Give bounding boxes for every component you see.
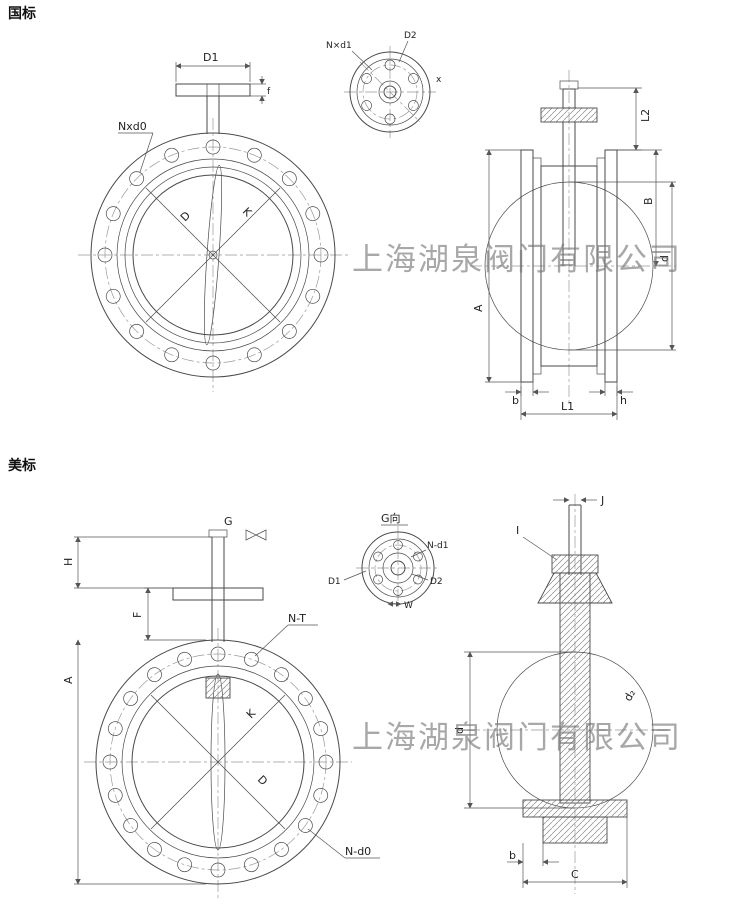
- gb-aux-d2-label: D2: [404, 31, 417, 41]
- ansi-dim-nt-label: N-T: [288, 612, 306, 625]
- gb-dim-d1-label: D1: [203, 51, 218, 64]
- gb-front-view: D1 f Nxd0 D K: [78, 51, 348, 392]
- ansi-dim-f-label: F: [131, 612, 144, 618]
- ansi-dim-d-label: D: [255, 773, 270, 788]
- ansi-dim-d-label: d: [453, 727, 466, 734]
- ansi-aux-view: G向 N-d1 D1 D2 W: [328, 511, 448, 611]
- ansi-dim-k-label: K: [244, 706, 259, 721]
- gb-dim-h-label: h: [620, 394, 627, 407]
- ansi-dim-i-label: I: [516, 524, 519, 537]
- gb-dim-a-label: A: [472, 304, 485, 312]
- watermark-gb: 上海湖泉阀门有限公司: [352, 242, 682, 278]
- ansi-aux-gdir-label: G向: [381, 511, 401, 525]
- gb-aux-view: N×d1 D2 x: [326, 31, 442, 138]
- ansi-dim-d2-label: d₂: [621, 687, 638, 703]
- gb-aux-x-label: x: [436, 75, 442, 85]
- ansi-aux-d2-label: D2: [430, 577, 443, 587]
- ansi-dim-h-label: H: [62, 558, 75, 566]
- gb-dim-b-upper-label: B: [642, 197, 655, 205]
- ansi-aux-nd1-label: N-d1: [427, 541, 448, 551]
- ansi-aux-d1-label: D1: [328, 577, 341, 587]
- gb-dim-l1-label: L1: [561, 400, 574, 413]
- ansi-dim-c-label: C: [571, 868, 579, 881]
- ansi-section-title: 美标: [8, 457, 36, 474]
- gb-dim-k-label: K: [240, 205, 255, 220]
- gb-dim-f-label: f: [267, 87, 271, 97]
- ansi-dim-j-label: J: [600, 494, 604, 507]
- ansi-dim-a-label: A: [62, 676, 75, 684]
- gb-dim-d-label: d: [658, 255, 671, 262]
- ansi-aux-w-label: W: [404, 601, 413, 611]
- ansi-dim-b-label: b: [509, 849, 516, 862]
- ansi-dim-nd0-label: N-d0: [345, 845, 371, 858]
- gb-side-view: L2 B d A b h: [470, 70, 676, 420]
- ansi-front-view: G H F A N-T K D: [62, 515, 380, 898]
- ansi-dim-g-label: G: [224, 515, 233, 528]
- ansi-side-view: J I d d₂ b: [453, 494, 668, 894]
- gb-dim-l2-label: L2: [639, 109, 652, 122]
- gb-dim-b-label: b: [512, 394, 519, 407]
- gb-section: 国标: [8, 5, 682, 420]
- gb-aux-nxd1-label: N×d1: [326, 41, 352, 51]
- valve-symbol-icon: [245, 529, 267, 541]
- gb-dim-nxd0-label: Nxd0: [118, 120, 147, 133]
- watermark-ansi: 上海湖泉阀门有限公司: [352, 720, 682, 756]
- gb-section-title: 国标: [8, 5, 36, 22]
- ansi-section: 美标: [8, 457, 682, 898]
